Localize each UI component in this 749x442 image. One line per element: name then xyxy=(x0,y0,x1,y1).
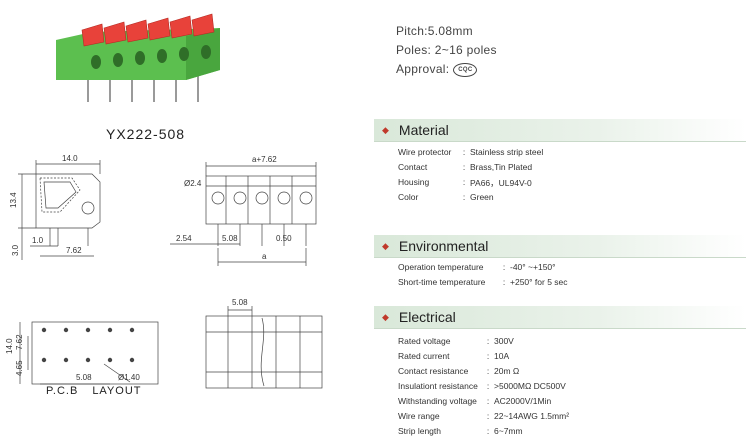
dim-label: 13.4 xyxy=(9,192,18,208)
spec-row: Operation temperature:-40° ~+150° xyxy=(398,262,556,272)
section-title-environmental: Environmental xyxy=(398,238,489,254)
dim-label: Ø2.4 xyxy=(184,179,202,188)
spec-row: Insulationt resistance:>5000MΩ DC500V xyxy=(398,381,566,391)
section-header-electrical: ◆ Electrical xyxy=(374,306,746,328)
dim-label: 14.0 xyxy=(5,338,14,354)
approval-text: Approval: xyxy=(396,62,450,76)
dim-label: a xyxy=(262,252,267,261)
bullet-icon: ◆ xyxy=(382,124,389,135)
bullet-icon: ◆ xyxy=(382,240,389,251)
section-title-material: Material xyxy=(398,122,449,138)
spec-row: Strip length:6~7mm xyxy=(398,426,523,436)
divider xyxy=(374,328,746,329)
poles-text: Poles: 2~16 poles xyxy=(396,43,497,57)
dim-label: 3.0 xyxy=(11,244,20,256)
divider xyxy=(374,257,746,258)
spec-summary: Pitch:5.08mm Poles: 2~16 poles Approval:… xyxy=(396,22,497,79)
spec-row: Contact resistance:20m Ω xyxy=(398,366,520,376)
spec-row: Wire protector:Stainless strip steel xyxy=(398,147,544,157)
dim-label: 2.54 xyxy=(176,234,192,243)
dim-label: 5.08 xyxy=(232,298,248,307)
spec-row: Short-time temperature:+250° for 5 sec xyxy=(398,277,568,287)
spec-row: Withstanding voltage:AC2000V/1Min xyxy=(398,396,552,406)
section-header-material: ◆ Material xyxy=(374,119,746,141)
dim-label: Ø1.40 xyxy=(118,373,140,382)
product-code: YX222-508 xyxy=(106,126,186,142)
dim-label: 0.50 xyxy=(276,234,292,243)
dim-label: 7.62 xyxy=(66,246,82,255)
dim-label: 1.0 xyxy=(32,236,44,245)
spec-row: Contact:Brass,Tin Plated xyxy=(398,162,533,172)
section-title-electrical: Electrical xyxy=(398,309,456,325)
spec-row: Housing:PA66，UL94V-0 xyxy=(398,177,532,188)
bullet-icon: ◆ xyxy=(382,311,389,322)
spec-row: Rated current:10A xyxy=(398,351,510,361)
dim-label: 14.0 xyxy=(62,154,78,163)
dim-label: 5.08 xyxy=(76,373,92,382)
divider xyxy=(374,141,746,142)
spec-row: Rated voltage:300V xyxy=(398,336,514,346)
dim-label: 7.62 xyxy=(15,334,24,350)
dim-label: 5.08 xyxy=(222,234,238,243)
dim-label: a+7.62 xyxy=(252,155,277,164)
product-photo xyxy=(56,13,220,102)
technical-drawings: 14.0 13.4 1.0 7.62 3.0 a+7.62 Ø2.4 2.54 … xyxy=(5,154,323,389)
dim-label: 4.65 xyxy=(15,360,24,376)
spec-row: Wire range:22~14AWG 1.5mm² xyxy=(398,411,570,421)
pitch-text: Pitch:5.08mm xyxy=(396,24,473,38)
spec-row: Color:Green xyxy=(398,192,494,202)
section-header-environmental: ◆ Environmental xyxy=(374,235,746,257)
cqc-mark-icon: CQC xyxy=(453,62,478,77)
